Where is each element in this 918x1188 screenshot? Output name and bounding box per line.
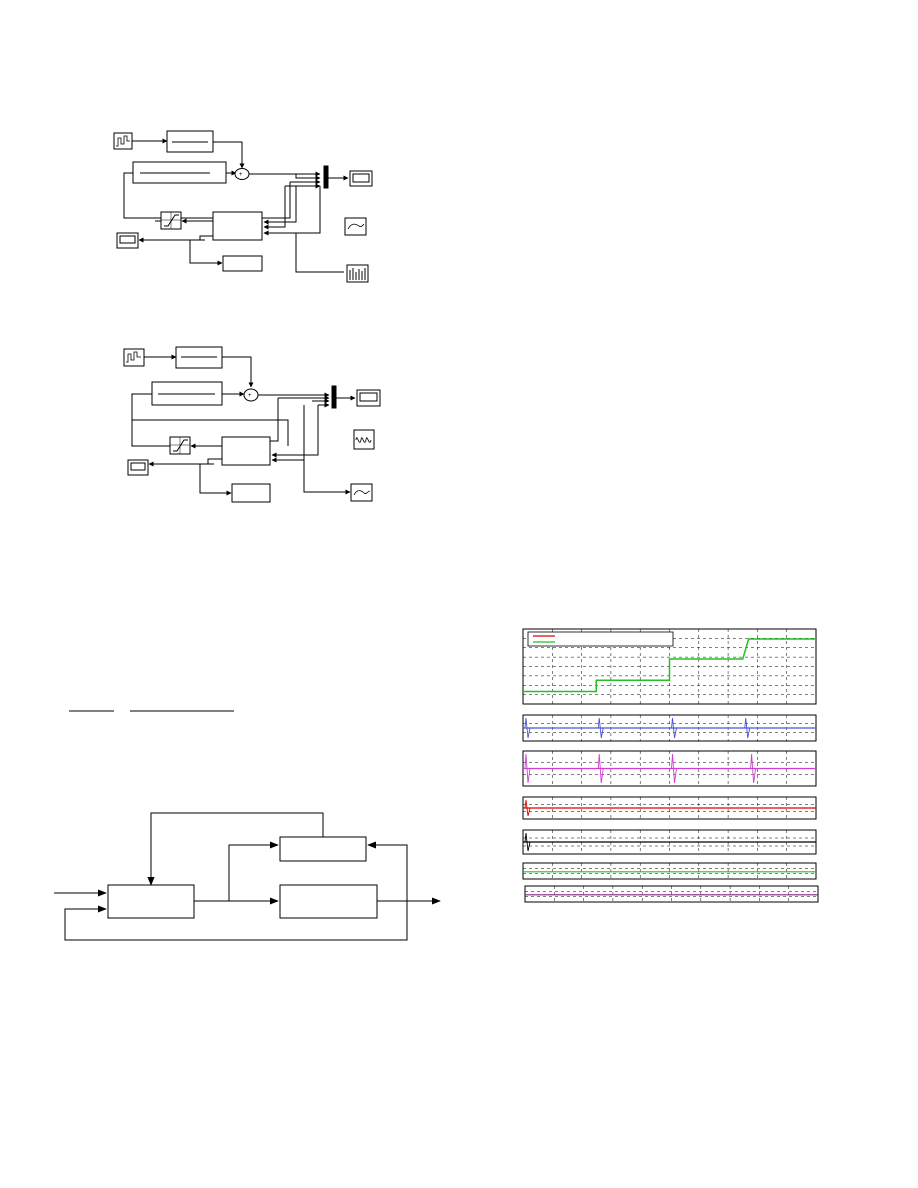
output-block [231, 483, 271, 503]
series-spike [524, 799, 531, 817]
series-spike [597, 717, 604, 739]
chart-panel-4 [522, 796, 817, 820]
spectrum-icon [353, 429, 375, 450]
scope-icon [356, 389, 381, 407]
series-spike [524, 753, 531, 784]
series-spike [597, 753, 604, 784]
sum-icon: + [234, 168, 250, 180]
series-spike [750, 753, 757, 784]
saturation-icon [169, 436, 191, 455]
xy-graph-icon [350, 483, 373, 502]
observer-box [279, 836, 367, 862]
series-spike [671, 717, 677, 739]
chart-panel-5 [522, 829, 817, 855]
control-loop-diagram [54, 812, 441, 941]
simulink-diagram-bottom: + [123, 346, 381, 503]
sum-icon: + [243, 388, 259, 402]
plant-box [279, 884, 378, 919]
saturation-icon [160, 211, 182, 230]
chart-panel-1 [522, 628, 817, 705]
mux-bar-icon [331, 385, 337, 409]
legend-box [527, 631, 674, 647]
scope-icon [116, 232, 139, 249]
spectrum-icon [346, 264, 369, 283]
simulink-diagram-top: + [113, 130, 373, 283]
series-spike [524, 717, 531, 739]
controller-box [107, 884, 195, 919]
mux-bar-icon [323, 165, 329, 189]
signal-builder-icon [113, 132, 133, 150]
series-spike [671, 753, 677, 784]
series-spike [524, 832, 531, 852]
chart-legend [527, 631, 674, 647]
controller-block [212, 211, 263, 241]
simulation-chart [522, 628, 819, 903]
chart-panel-3 [522, 750, 817, 787]
scope-icon [127, 459, 149, 476]
controller-block [221, 436, 271, 466]
chart-panel-2 [522, 714, 817, 742]
scope-icon [349, 170, 373, 187]
output-block [222, 255, 263, 272]
signal-builder-icon [123, 348, 145, 367]
svg-text:+: + [239, 172, 243, 178]
chart-panel-6 [522, 862, 817, 880]
series-spike [744, 717, 751, 739]
chart-panel-7 [524, 885, 819, 903]
svg-text:+: + [248, 393, 252, 399]
xy-graph-icon [344, 217, 367, 236]
series-line [523, 638, 816, 693]
